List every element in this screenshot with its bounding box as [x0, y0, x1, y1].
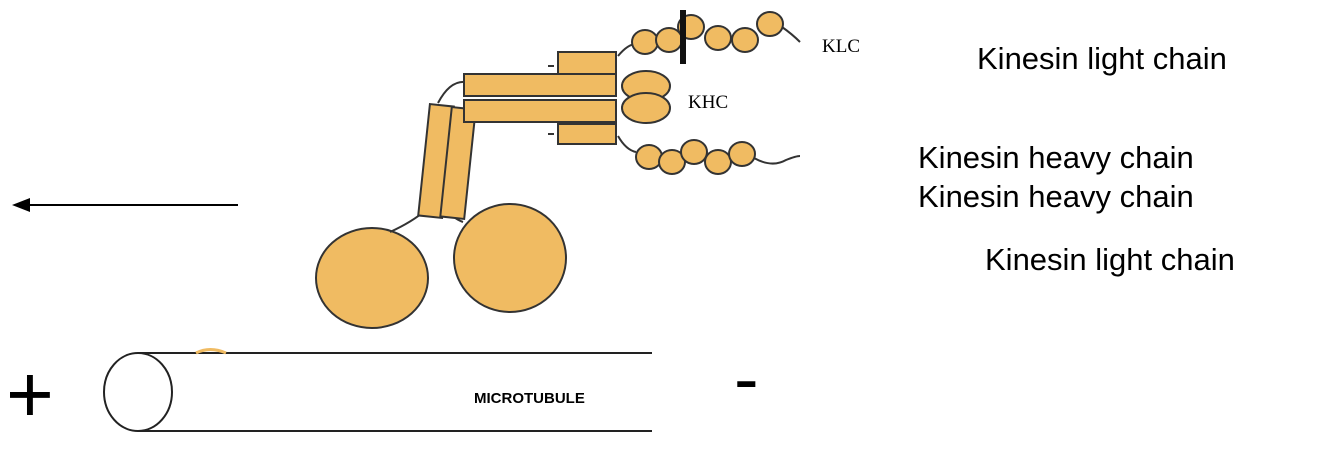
legend-klc-bottom: Kinesin light chain — [985, 244, 1235, 275]
khc-label: KHC — [688, 92, 728, 113]
tail-rod-upper — [464, 74, 616, 96]
tail-rod-bottom — [558, 124, 616, 144]
khc-globule-bottom — [622, 93, 670, 123]
klc-label: KLC — [822, 36, 860, 57]
klc-chain-top — [618, 10, 800, 64]
tail-rod-lower — [464, 100, 616, 122]
legend-khc-bottom: Kinesin heavy chain — [918, 181, 1194, 212]
microtubule-label: MICROTUBULE — [474, 390, 585, 407]
motor-head-right — [454, 204, 566, 312]
klc-chain-bottom — [618, 136, 800, 174]
motor-head-left — [316, 228, 428, 328]
movement-arrow — [12, 198, 238, 212]
legend-klc-top: Kinesin light chain — [977, 43, 1227, 74]
microtubule-end — [104, 353, 172, 431]
tail-rod-top — [558, 52, 616, 74]
plus-end-label: + — [6, 349, 54, 440]
legend-khc-top: Kinesin heavy chain — [918, 142, 1194, 173]
minus-end-label: - — [734, 337, 759, 420]
stalk-hinge — [438, 82, 466, 103]
microtubule: MICROTUBULE — [104, 350, 652, 432]
kinesin-molecule — [316, 10, 800, 328]
